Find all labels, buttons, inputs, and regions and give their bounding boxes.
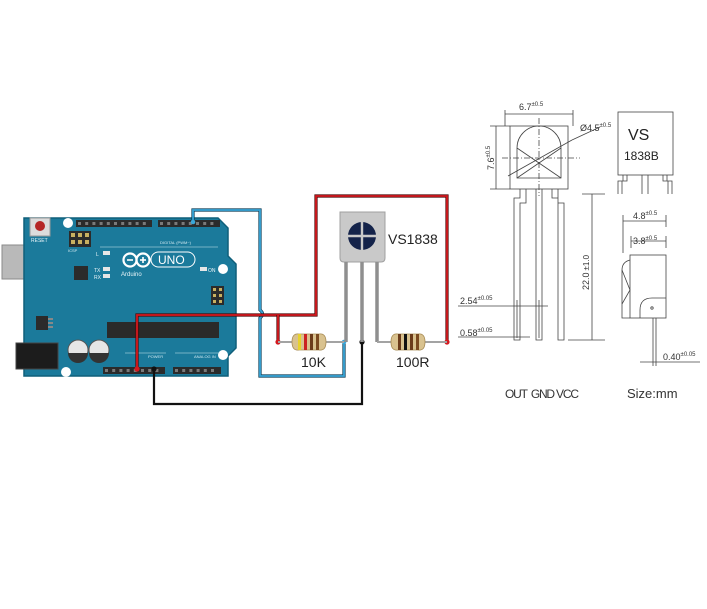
width-dimension-label: 6.7±0.5 <box>519 102 544 112</box>
pitch-dimension-label: 2.54±0.05 <box>460 296 493 306</box>
sensor-label: VS1838 <box>388 231 438 247</box>
lead-width-dimension-label: 0.58±0.05 <box>460 328 493 338</box>
header-pin <box>119 369 123 372</box>
header-pin <box>99 222 103 225</box>
resistor-100r-label: 100R <box>396 354 429 370</box>
resistor-10k-label: 10K <box>301 354 327 370</box>
led-label-tx: TX <box>94 268 101 274</box>
header-pin <box>126 369 130 372</box>
header-pin <box>196 369 200 372</box>
capacitor <box>67 339 89 363</box>
header-pin <box>160 222 163 225</box>
height-dimension-label: 7.6±0.5 <box>486 145 496 170</box>
led-on <box>200 267 207 271</box>
resistor-10k <box>278 333 344 351</box>
icsp-header <box>69 231 91 247</box>
lead-length-label: 22.0±1.0 <box>581 254 591 290</box>
mounting-hole <box>218 264 228 274</box>
front-body-outline <box>509 125 569 190</box>
header-pins <box>78 222 214 225</box>
header-pin <box>189 369 193 372</box>
header-pin <box>142 222 146 225</box>
resistor-100r <box>377 333 447 351</box>
header-pin <box>105 369 108 372</box>
led-tx <box>103 267 110 271</box>
voltage-regulator <box>36 316 48 330</box>
header-pin <box>174 222 178 225</box>
icsp-label: ICSP <box>68 248 78 253</box>
depth-inner-label: 3.8±0.5 <box>633 236 658 246</box>
header-pin <box>128 222 132 225</box>
digital-label: DIGITAL (PWM~) <box>160 240 192 245</box>
uno-logo-text: UNO <box>158 253 185 267</box>
header-pin <box>85 222 89 225</box>
on-label: ON <box>208 268 216 274</box>
junction-dot <box>190 219 196 225</box>
dc-power-jack <box>15 342 59 370</box>
header-pin <box>106 222 110 225</box>
junction-dot <box>134 366 140 372</box>
power-label: POWER <box>148 354 163 359</box>
arduino-board: RESET ICSP DIGITAL (PWM~) L TX RX ON <box>1 217 237 377</box>
arduino-brand-text: Arduino <box>121 272 142 278</box>
units-label: Size:mm <box>627 386 678 401</box>
front-view-drawing <box>458 110 605 341</box>
side-view-drawing <box>621 215 700 366</box>
header-pin <box>114 222 117 225</box>
header-pin <box>155 369 159 372</box>
arduino-logo-icon <box>122 251 196 268</box>
header-pin <box>181 222 185 225</box>
mounting-hole <box>218 350 228 360</box>
vcc-wire <box>136 195 448 369</box>
package-marking-view <box>617 111 674 194</box>
junction-dot <box>151 366 157 372</box>
header-pin <box>203 369 207 372</box>
package-marking-2: 1838B <box>624 149 659 163</box>
reset-button-cap <box>35 221 45 231</box>
led-label-rx: RX <box>94 275 102 281</box>
icsp-header-2 <box>211 286 224 305</box>
capacitor <box>88 339 110 363</box>
depth-outer-label: 4.8±0.5 <box>633 211 658 221</box>
header-pin <box>196 222 199 225</box>
wiring <box>134 194 450 406</box>
package-marking-1: VS <box>628 127 649 144</box>
lead-thickness-label: 0.40±0.05 <box>663 352 696 362</box>
led-l <box>103 251 110 255</box>
usb-chip <box>74 266 88 280</box>
reset-label: RESET <box>31 238 48 244</box>
header-pin <box>175 369 178 372</box>
led-rx <box>103 274 110 278</box>
header-pin <box>210 222 214 225</box>
gnd-wire <box>152 343 364 406</box>
mounting-hole <box>61 367 71 377</box>
mounting-hole <box>63 218 73 228</box>
header-pin <box>211 369 214 372</box>
atmega-chip <box>107 322 219 338</box>
header-pin <box>203 222 207 225</box>
header-pin <box>135 222 139 225</box>
header-pin <box>188 222 192 225</box>
header-pin <box>112 369 116 372</box>
lens-outline <box>516 125 562 179</box>
led-label-l: L <box>96 252 99 258</box>
header-pin <box>141 369 144 372</box>
pin-labels: OUT GND VCC <box>505 387 579 401</box>
vs1838-sensor <box>339 211 386 342</box>
header-pin <box>92 222 96 225</box>
lens-dimension-label: Ø4.5±0.5 <box>580 123 612 133</box>
analog-label: ANALOG IN <box>194 354 216 359</box>
header-pin <box>167 222 171 225</box>
header-pin <box>182 369 186 372</box>
header-pin <box>78 222 81 225</box>
header-pin <box>148 369 152 372</box>
header-pin <box>121 222 125 225</box>
